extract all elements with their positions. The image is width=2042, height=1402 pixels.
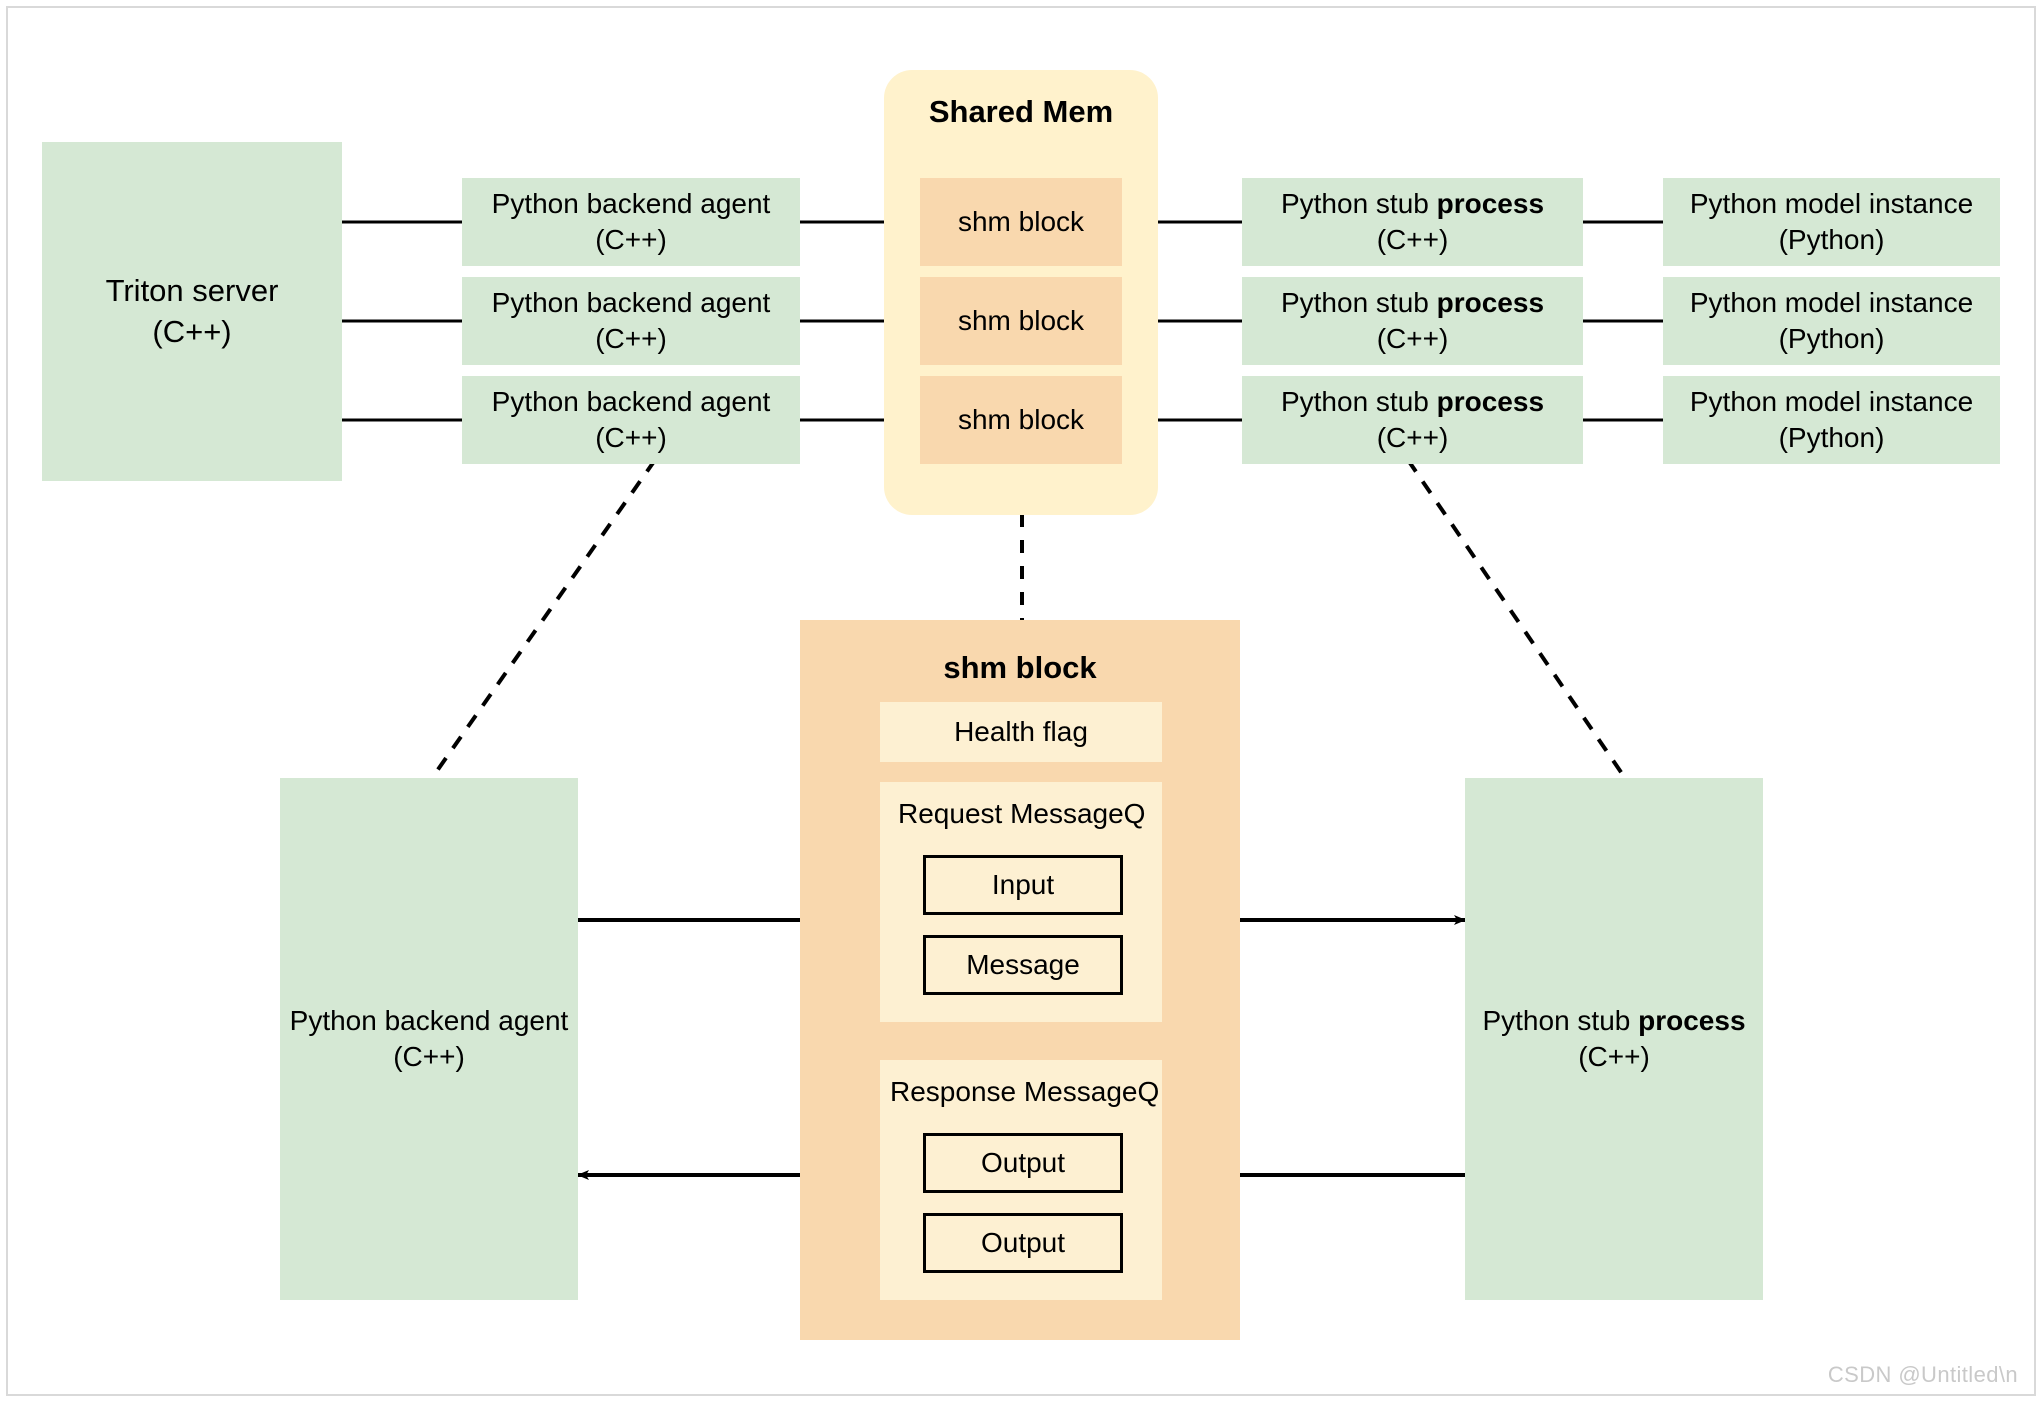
shm-block-label: shm block	[957, 205, 1085, 237]
shm-block-chip-2[interactable]: shm block	[920, 277, 1122, 365]
triton-server-box[interactable]: Triton server (C++)	[42, 142, 342, 481]
stub-process-bold-word: process	[1436, 286, 1545, 318]
backend-agent-label-line2: (C++)	[595, 224, 667, 255]
backend-agent-label-line1: Python backend agent	[491, 385, 771, 417]
detail-stub-process-box[interactable]: Python stub process (C++)	[1465, 778, 1763, 1300]
model-instance-label-line1: Python model instance	[1689, 385, 1974, 417]
health-flag-box[interactable]: Health flag	[880, 702, 1162, 762]
model-instance-box-3[interactable]: Python model instance (Python)	[1663, 376, 2000, 464]
backend-agent-box-2[interactable]: Python backend agent (C++)	[462, 277, 800, 365]
detail-stub-process-label-line2: (C++)	[1578, 1041, 1650, 1072]
backend-agent-label-line2: (C++)	[595, 323, 667, 354]
stub-process-prefix: Python stub	[1280, 385, 1437, 417]
stub-process-box-3[interactable]: Python stub process (C++)	[1242, 376, 1583, 464]
diagram-frame	[6, 6, 2036, 1396]
detail-backend-agent-box[interactable]: Python backend agent (C++)	[280, 778, 578, 1300]
shm-block-chip-3[interactable]: shm block	[920, 376, 1122, 464]
request-item-label: Message	[966, 948, 1080, 980]
model-instance-box-1[interactable]: Python model instance (Python)	[1663, 178, 2000, 266]
backend-agent-box-1[interactable]: Python backend agent (C++)	[462, 178, 800, 266]
stub-process-box-2[interactable]: Python stub process (C++)	[1242, 277, 1583, 365]
stub-process-prefix: Python stub	[1280, 286, 1437, 318]
watermark-text: CSDN @Untitled\n	[1827, 1362, 2018, 1387]
shm-block-label: shm block	[957, 403, 1085, 435]
response-item-output-2[interactable]: Output	[923, 1213, 1123, 1273]
model-instance-label-line1: Python model instance	[1689, 286, 1974, 318]
detail-stub-process-label-line1: Python stub process	[1482, 1003, 1745, 1039]
stub-process-label-line2: (C++)	[1376, 224, 1449, 255]
request-messageq-title: Request MessageQ	[898, 798, 1146, 829]
stub-process-label-line1: Python stub process	[1281, 285, 1544, 321]
backend-agent-box-3[interactable]: Python backend agent (C++)	[462, 376, 800, 464]
triton-server-label-line2: (C++)	[152, 313, 232, 349]
response-item-output-1[interactable]: Output	[923, 1133, 1123, 1193]
detail-backend-agent-label-line2: (C++)	[393, 1041, 465, 1072]
stub-process-bold-word: process	[1436, 385, 1545, 417]
request-item-input[interactable]: Input	[923, 855, 1123, 915]
stub-process-label-line1: Python stub process	[1281, 186, 1544, 222]
model-instance-label-line2: (Python)	[1778, 323, 1885, 354]
backend-agent-label-line1: Python backend agent	[491, 286, 771, 318]
request-item-label: Input	[991, 868, 1055, 900]
detail-stub-process-bold-word: process	[1638, 1004, 1746, 1036]
shm-block-label: shm block	[957, 304, 1085, 336]
model-instance-label-line1: Python model instance	[1689, 187, 1974, 219]
health-flag-label: Health flag	[954, 715, 1088, 747]
stub-process-bold-word: process	[1436, 187, 1545, 219]
model-instance-label-line2: (Python)	[1778, 422, 1885, 453]
detail-shm-block-title: shm block	[943, 650, 1097, 685]
shared-mem-title: Shared Mem	[928, 94, 1114, 129]
stub-process-prefix: Python stub	[1280, 187, 1437, 219]
request-item-message[interactable]: Message	[923, 935, 1123, 995]
stub-process-label-line1: Python stub process	[1281, 384, 1544, 420]
response-item-label: Output	[980, 1146, 1066, 1178]
detail-backend-agent-label-line1: Python backend agent	[289, 1004, 569, 1036]
stub-process-box-1[interactable]: Python stub process (C++)	[1242, 178, 1583, 266]
stub-process-label-line2: (C++)	[1376, 422, 1449, 453]
triton-server-label-line1: Triton server	[105, 273, 279, 309]
response-item-label: Output	[980, 1226, 1066, 1258]
model-instance-label-line2: (Python)	[1778, 224, 1885, 255]
response-messageq-title: Response MessageQ	[890, 1076, 1160, 1107]
stub-process-label-line2: (C++)	[1376, 323, 1449, 354]
detail-stub-process-prefix: Python stub	[1482, 1004, 1639, 1036]
model-instance-box-2[interactable]: Python model instance (Python)	[1663, 277, 2000, 365]
shm-block-chip-1[interactable]: shm block	[920, 178, 1122, 266]
backend-agent-label-line2: (C++)	[595, 422, 667, 453]
backend-agent-label-line1: Python backend agent	[491, 187, 771, 219]
